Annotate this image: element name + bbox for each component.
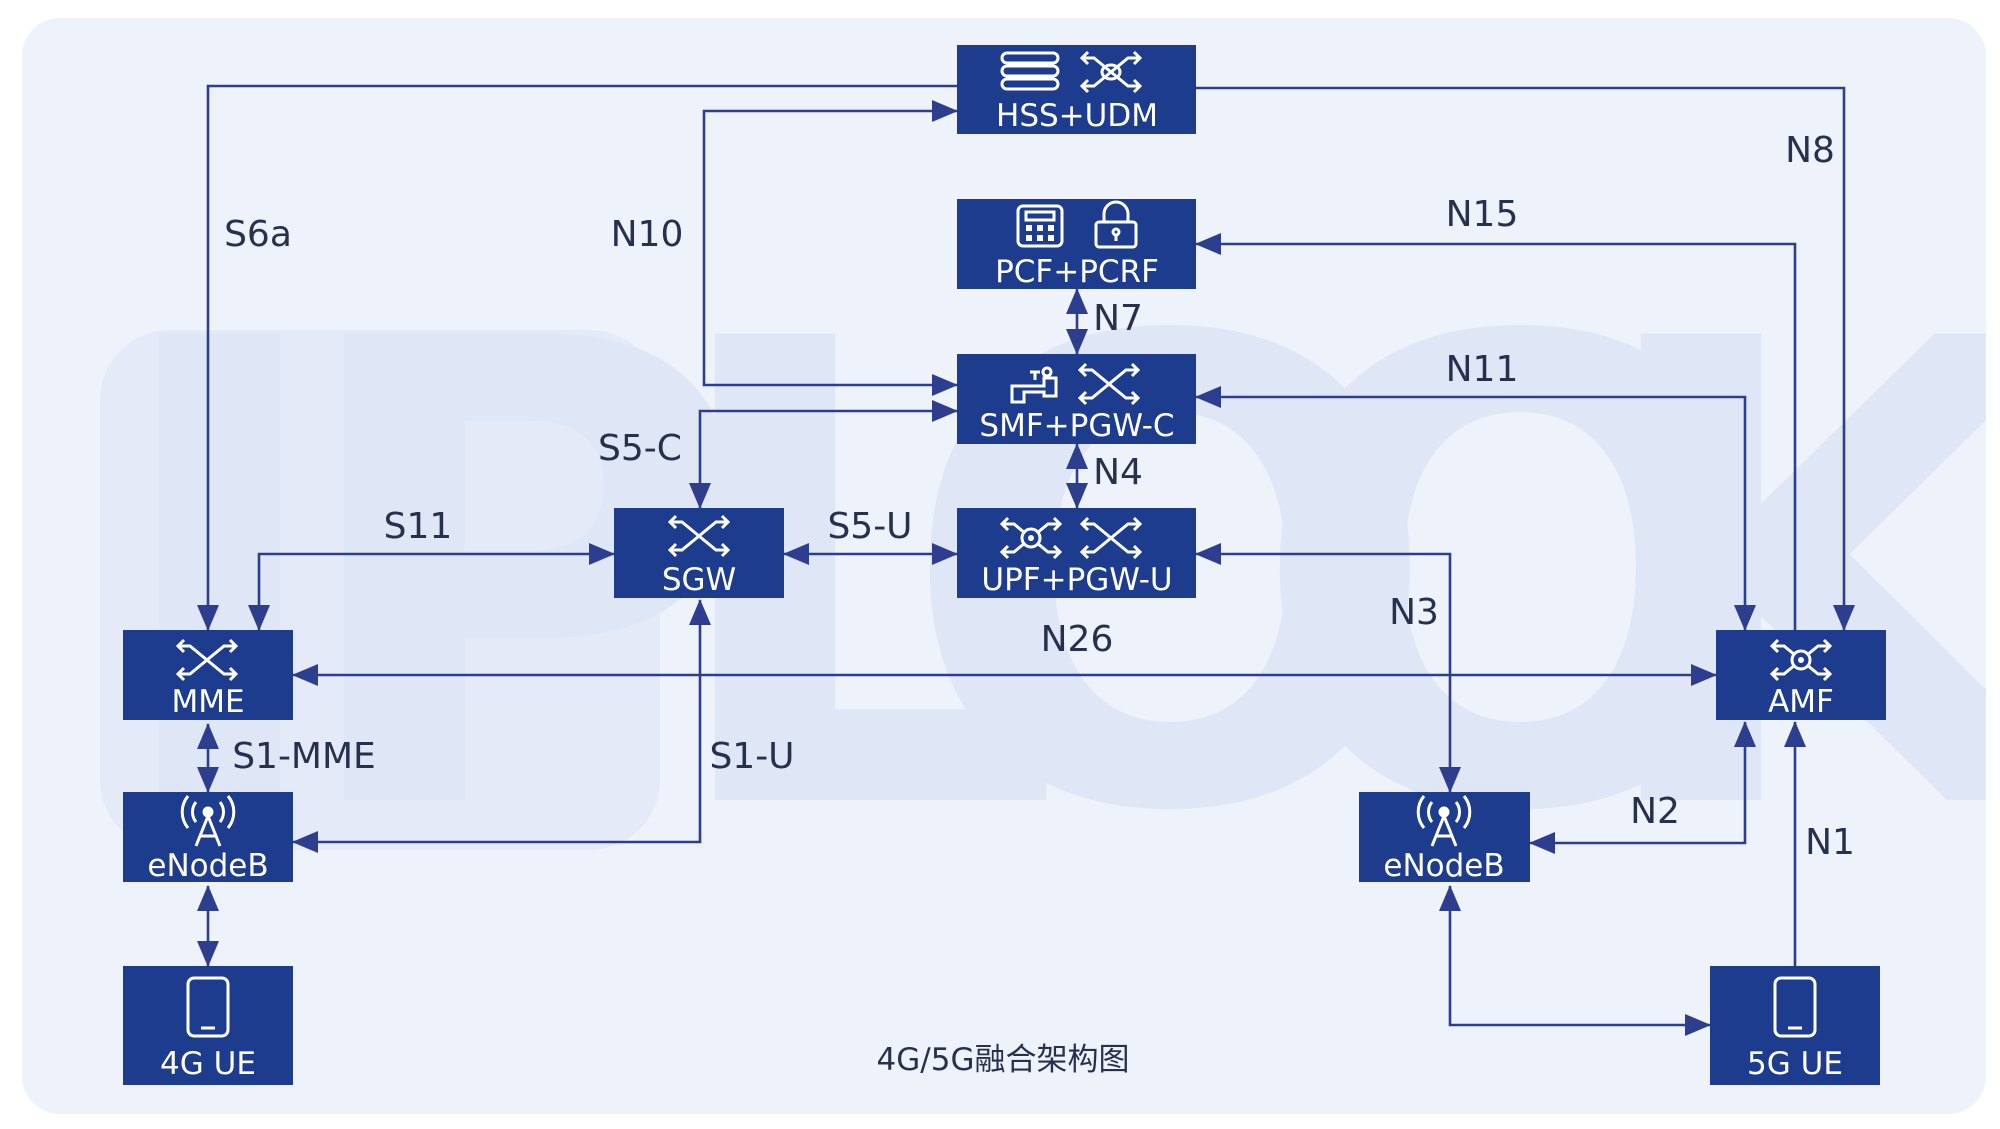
label-n11: N11 — [1446, 349, 1519, 390]
link-s6a — [197, 84, 957, 631]
antenna-tower-icon — [1416, 795, 1472, 847]
label-n4: N4 — [1093, 452, 1143, 493]
label-s5c: S5-C — [598, 428, 682, 469]
network-switch-icon — [667, 514, 731, 558]
calculator-icon — [1016, 204, 1064, 248]
node-label: UPF+PGW-U — [981, 562, 1172, 598]
node-label: MME — [171, 684, 244, 720]
link-s5c — [689, 400, 958, 509]
node-label: AMF — [1768, 684, 1834, 720]
network-switch-icon — [1077, 362, 1141, 406]
smartphone-icon — [1773, 976, 1817, 1038]
smartphone-icon — [186, 976, 230, 1038]
node-enodeb-4g[interactable]: eNodeB — [123, 792, 293, 884]
label-n15: N15 — [1446, 194, 1519, 235]
label-n1: N1 — [1805, 822, 1855, 863]
antenna-tower-icon — [180, 795, 236, 847]
node-sgw[interactable]: SGW — [614, 508, 784, 598]
interface-labels: S6a N10 N8 N15 N7 N11 S5-C N4 S11 S5-U N… — [224, 130, 1855, 863]
link-n15 — [1195, 233, 1797, 630]
link-n8 — [1196, 86, 1855, 631]
node-amf[interactable]: AMF — [1716, 630, 1886, 720]
node-mme[interactable]: MME — [123, 630, 293, 720]
label-s6a: S6a — [224, 214, 292, 255]
label-n8: N8 — [1785, 130, 1835, 171]
label-s5u: S5-U — [827, 506, 912, 547]
node-label: HSS+UDM — [996, 98, 1158, 134]
network-switch-icon — [175, 638, 239, 682]
link-s1u — [292, 599, 711, 853]
faucet-icon — [1010, 366, 1058, 404]
router-icon — [1769, 638, 1833, 682]
node-label: 5G UE — [1747, 1046, 1843, 1082]
node-ue-4g[interactable]: 4G UE — [123, 966, 293, 1085]
link-n10 — [702, 100, 958, 396]
server-rack-icon — [1000, 51, 1060, 91]
node-smf-pgw-c[interactable]: SMF+PGW-C — [957, 354, 1196, 444]
router-icon — [999, 516, 1063, 560]
node-enodeb-5g[interactable]: eNodeB — [1359, 792, 1530, 884]
node-ue-5g[interactable]: 5G UE — [1710, 966, 1880, 1085]
node-label: SMF+PGW-C — [979, 408, 1174, 444]
node-label: 4G UE — [160, 1046, 256, 1082]
node-pcf-pcrf[interactable]: PCF+PCRF — [957, 199, 1196, 290]
label-s1u: S1-U — [709, 736, 794, 777]
node-label: PCF+PCRF — [995, 254, 1159, 290]
node-label: eNodeB — [147, 848, 268, 884]
label-n10: N10 — [611, 214, 684, 255]
lock-icon — [1094, 200, 1138, 249]
label-s11: S11 — [384, 506, 453, 547]
connectors — [197, 84, 1855, 1036]
network-switch-icon — [1079, 516, 1143, 560]
nodes: HSS+UDM PCF+PCRF — [123, 45, 1886, 1085]
watermark-letter-k: K — [1582, 206, 2000, 951]
network-switch-icon — [1079, 50, 1143, 94]
link-n2 — [1529, 721, 1756, 854]
label-n2: N2 — [1630, 791, 1680, 832]
link-n11 — [1195, 386, 1756, 631]
link-s11 — [248, 543, 615, 631]
link-n3 — [1195, 543, 1461, 793]
label-n3: N3 — [1389, 592, 1439, 633]
node-upf-pgw-u[interactable]: UPF+PGW-U — [957, 508, 1196, 598]
node-label: SGW — [662, 562, 736, 598]
diagram-caption: 4G/5G融合架构图 — [877, 1042, 1130, 1078]
label-n26: N26 — [1041, 619, 1114, 660]
link-enodeb-ue-5g — [1439, 885, 1711, 1036]
node-hss-udm[interactable]: HSS+UDM — [957, 45, 1196, 134]
node-label: eNodeB — [1383, 848, 1504, 884]
label-s1mme: S1-MME — [232, 736, 376, 777]
label-n7: N7 — [1093, 298, 1143, 339]
